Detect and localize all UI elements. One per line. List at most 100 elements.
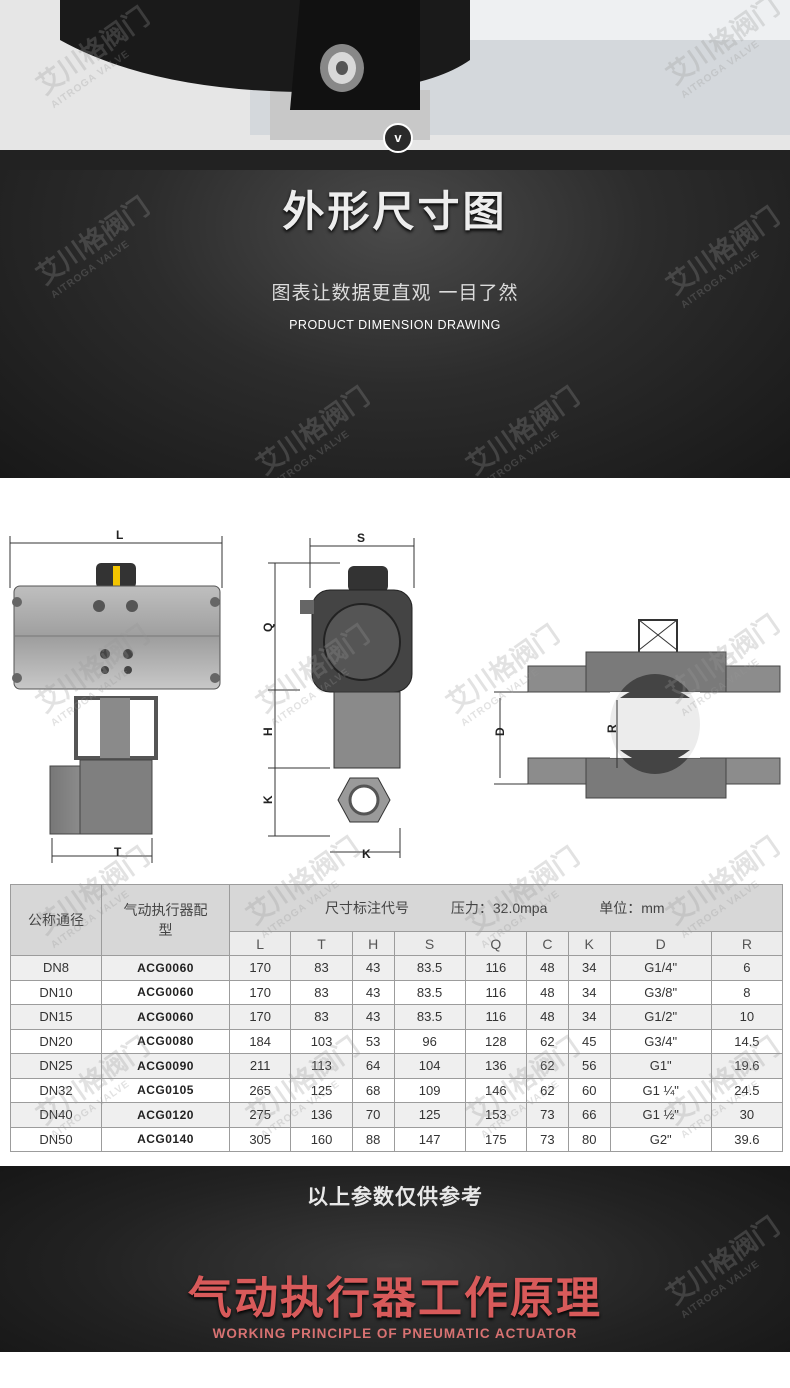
col-header-dn: 公称通径: [10, 884, 102, 956]
dim-label-R: R: [605, 724, 619, 733]
cell-R: 39.6: [710, 1126, 784, 1152]
cell-L: 170: [228, 1004, 292, 1030]
cell-Q: 128: [464, 1028, 528, 1054]
cell-Q: 116: [464, 1004, 528, 1030]
cell-dn: DN50: [10, 1126, 102, 1152]
cell-T: 83: [290, 979, 353, 1005]
table-subheader-row: L T H S Q C K D R: [11, 931, 784, 956]
cell-K: 34: [567, 1004, 611, 1030]
cell-dn: DN40: [10, 1102, 102, 1128]
cell-C: 48: [526, 955, 569, 981]
cell-actuator-model: ACG0090: [101, 1053, 230, 1079]
cell-S: 83.5: [393, 955, 466, 981]
cell-R: 10: [710, 1004, 784, 1030]
dimension-drawing-svg: L T S: [9, 528, 781, 863]
bottom-strip: [0, 1352, 790, 1388]
cell-S: 96: [393, 1028, 466, 1054]
cell-D: G1": [609, 1053, 712, 1079]
dim-label-H: H: [261, 727, 275, 736]
cell-K: 66: [567, 1102, 611, 1128]
cell-L: 305: [228, 1126, 292, 1152]
cell-dn: DN15: [10, 1004, 102, 1030]
cell-T: 136: [290, 1102, 353, 1128]
cell-D: G1 ½": [609, 1102, 712, 1128]
cell-L: 275: [228, 1102, 292, 1128]
cell-D: G3/4": [609, 1028, 712, 1054]
cell-T: 113: [290, 1053, 353, 1079]
cell-D: G1/4": [609, 955, 712, 981]
cell-Q: 116: [464, 979, 528, 1005]
cell-actuator-model: ACG0060: [101, 1004, 230, 1030]
cell-C: 73: [526, 1126, 569, 1152]
next-section-title: 气动执行器工作原理: [188, 1273, 602, 1324]
col-header-Q: Q: [464, 931, 528, 956]
col-header-group: 尺寸标注代号 压力：32.0mpa 单位：mm: [229, 884, 783, 932]
cell-H: 88: [351, 1126, 395, 1152]
cell-R: 19.6: [710, 1053, 784, 1079]
scroll-down-badge: v: [383, 123, 413, 153]
cell-H: 43: [351, 1004, 395, 1030]
cell-D: G3/8": [609, 979, 712, 1005]
cell-C: 62: [526, 1077, 569, 1103]
col-header-L: L: [228, 931, 292, 956]
cell-actuator-model: ACG0140: [101, 1126, 230, 1152]
cell-actuator-model: ACG0080: [101, 1028, 230, 1054]
cell-L: 170: [228, 955, 292, 981]
cell-S: 109: [393, 1077, 466, 1103]
footer-banner: [0, 1166, 790, 1388]
group-header-label: 尺寸标注代号: [325, 900, 409, 916]
cell-H: 43: [351, 955, 395, 981]
col-header-S: S: [393, 931, 466, 956]
cell-H: 53: [351, 1028, 395, 1054]
dim-label-K2: K: [362, 847, 371, 861]
cell-D: G2": [609, 1126, 712, 1152]
side-view: S Q H K K: [261, 531, 415, 861]
dimension-drawing: L T S: [0, 478, 790, 878]
section-subtitle: 图表让数据更直观 一目了然: [271, 282, 519, 304]
col-header-H: H: [351, 931, 395, 956]
cell-C: 62: [526, 1053, 569, 1079]
section-subtitle-en: PRODUCT DIMENSION DRAWING: [289, 318, 501, 332]
cell-K: 60: [567, 1077, 611, 1103]
cell-actuator-model: ACG0060: [101, 979, 230, 1005]
dim-label-Q: Q: [261, 623, 275, 632]
cell-S: 125: [393, 1102, 466, 1128]
cell-K: 56: [567, 1053, 611, 1079]
cell-dn: DN25: [10, 1053, 102, 1079]
col-header-T: T: [290, 931, 353, 956]
cell-T: 125: [290, 1077, 353, 1103]
cell-C: 48: [526, 1004, 569, 1030]
section-title: 外形尺寸图: [282, 187, 508, 236]
cell-C: 73: [526, 1102, 569, 1128]
cell-T: 160: [290, 1126, 353, 1152]
front-view: L T: [9, 528, 223, 863]
col-header-D: D: [609, 931, 712, 956]
cell-dn: DN8: [10, 955, 102, 981]
cell-K: 34: [567, 955, 611, 981]
cell-D: G1 ¼": [609, 1077, 712, 1103]
cell-K: 80: [567, 1126, 611, 1152]
cell-Q: 116: [464, 955, 528, 981]
dim-label-T: T: [114, 845, 122, 859]
cell-R: 30: [710, 1102, 784, 1128]
col-header-C: C: [526, 931, 569, 956]
cell-Q: 153: [464, 1102, 528, 1128]
cell-L: 265: [228, 1077, 292, 1103]
cell-H: 43: [351, 979, 395, 1005]
cell-actuator-model: ACG0105: [101, 1077, 230, 1103]
dimension-table: 公称通径 气动执行器配型 尺寸标注代号 压力：32.0mpa 单位：mm L T…: [10, 884, 784, 1152]
cell-L: 170: [228, 979, 292, 1005]
cell-R: 24.5: [710, 1077, 784, 1103]
cell-actuator-model: ACG0120: [101, 1102, 230, 1128]
cell-C: 48: [526, 979, 569, 1005]
cell-dn: DN32: [10, 1077, 102, 1103]
pressure-label: 压力：32.0mpa: [450, 900, 548, 916]
cell-dn: DN20: [10, 1028, 102, 1054]
cell-S: 83.5: [393, 1004, 466, 1030]
